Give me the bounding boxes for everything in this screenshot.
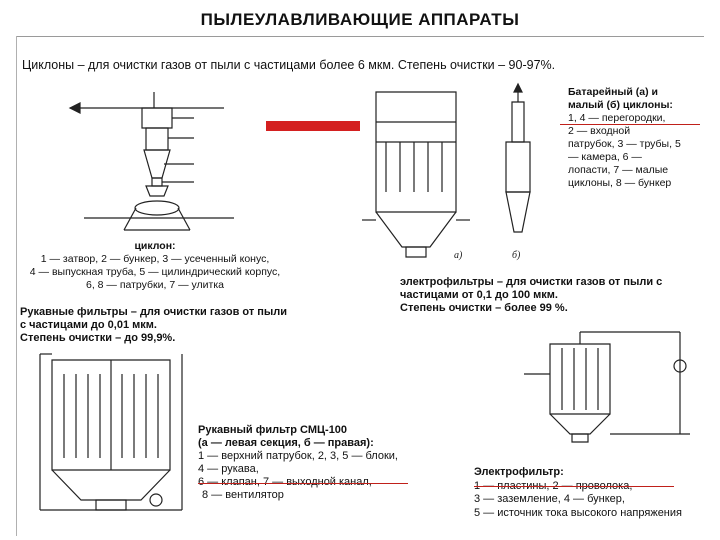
battery-caption-line: 1, 4 — перегородки, bbox=[568, 112, 666, 124]
battery-cyclone-drawing: а) б) bbox=[362, 72, 562, 261]
cyclone-caption-line: 4 — выпускная труба, 5 — цилиндрический … bbox=[29, 266, 281, 278]
bag-filter-underline bbox=[198, 483, 408, 484]
bag-filter-desc-line: Рукавные фильтры – для очистки газов от … bbox=[20, 306, 288, 318]
bag-filter-desc-line: с частицами до 0,01 мкм. bbox=[20, 319, 157, 331]
electrofilter-caption: Электрофильтр: 1 — пластины, 2 — проволо… bbox=[474, 466, 718, 520]
bag-filter-drawing bbox=[36, 350, 186, 526]
cyclone-caption: циклон: 1 — затвор, 2 — бункер, 3 — усеч… bbox=[10, 240, 300, 292]
electrofilter-figure bbox=[520, 324, 700, 448]
electrofilter-caption-line: 1 — пластины, 2 — проволока, bbox=[474, 479, 633, 492]
bag-filter-caption-line: 4 — рукава, bbox=[198, 463, 259, 475]
battery-caption-title: малый (б) циклоны: bbox=[568, 99, 673, 111]
bag-filter-figure bbox=[36, 350, 186, 526]
battery-cyclone-figure: а) б) bbox=[362, 72, 562, 268]
bag-filter-desc: Рукавные фильтры – для очистки газов от … bbox=[20, 306, 340, 345]
battery-label-a: а) bbox=[454, 250, 463, 261]
battery-caption-line: циклоны, 8 — бункер bbox=[568, 177, 672, 189]
electrofilter-caption-line: 5 — источник тока высокого напряжения bbox=[474, 506, 682, 519]
battery-caption-line: лопасти, 7 — малые bbox=[568, 164, 669, 176]
electrofilter-drawing bbox=[520, 324, 700, 448]
battery-caption: Батарейный (а) и малый (б) циклоны: 1, 4… bbox=[568, 86, 718, 190]
battery-caption-line: 2 — входной bbox=[568, 125, 631, 137]
bag-filter-desc-line: Степень очистки – до 99,9%. bbox=[20, 332, 176, 344]
bag-filter-caption-line: 8 — вентилятор bbox=[202, 489, 284, 501]
electrofilter-desc: электрофильтры – для очистки газов от пы… bbox=[400, 276, 710, 315]
battery-caption-underline bbox=[560, 124, 700, 125]
electrofilter-underline bbox=[474, 486, 674, 487]
cyclone-drawing bbox=[34, 78, 266, 238]
cyclone-caption-line: 1 — затвор, 2 — бункер, 3 — усеченный ко… bbox=[40, 253, 270, 265]
battery-caption-title: Батарейный (а) и bbox=[568, 86, 658, 98]
cyclone-figure bbox=[34, 78, 266, 238]
cyclone-caption-line: 6, 8 — патрубки, 7 — улитка bbox=[85, 279, 224, 291]
electrofilter-desc-line: электрофильтры – для очистки газов от пы… bbox=[400, 276, 663, 288]
title-rule bbox=[16, 36, 704, 37]
electrofilter-caption-title: Электрофильтр: bbox=[474, 466, 564, 478]
battery-caption-line: — камера, 6 — bbox=[568, 151, 642, 163]
bag-filter-caption: Рукавный фильтр СМЦ-100 (а — левая секци… bbox=[198, 424, 448, 502]
bag-filter-caption-line: 1 — верхний патрубок, 2, 3, 5 — блоки, bbox=[198, 450, 398, 462]
electrofilter-caption-line: 3 — заземление, 4 — бункер, bbox=[474, 493, 625, 505]
bag-filter-caption-title: Рукавный фильтр СМЦ-100 bbox=[198, 424, 348, 436]
left-rule bbox=[16, 36, 17, 536]
cyclone-caption-title: циклон: bbox=[134, 240, 176, 252]
accent-bar bbox=[266, 121, 360, 131]
electrofilter-desc-line: частицами от 0,1 до 100 мкм. bbox=[400, 289, 558, 301]
bag-filter-caption-line: 6 — клапан, 7 — выходной канал, bbox=[198, 476, 372, 488]
battery-label-b: б) bbox=[512, 250, 521, 261]
electrofilter-desc-line: Степень очистки – более 99 %. bbox=[400, 302, 568, 314]
battery-caption-line: патрубок, 3 — трубы, 5 bbox=[568, 138, 681, 150]
page-title: ПЫЛЕУЛАВЛИВАЮЩИЕ АППАРАТЫ bbox=[200, 10, 520, 29]
bag-filter-caption-sub: (а — левая секция, б — правая): bbox=[198, 437, 374, 449]
intro-text: Циклоны – для очистки газов от пыли с ча… bbox=[22, 58, 556, 72]
